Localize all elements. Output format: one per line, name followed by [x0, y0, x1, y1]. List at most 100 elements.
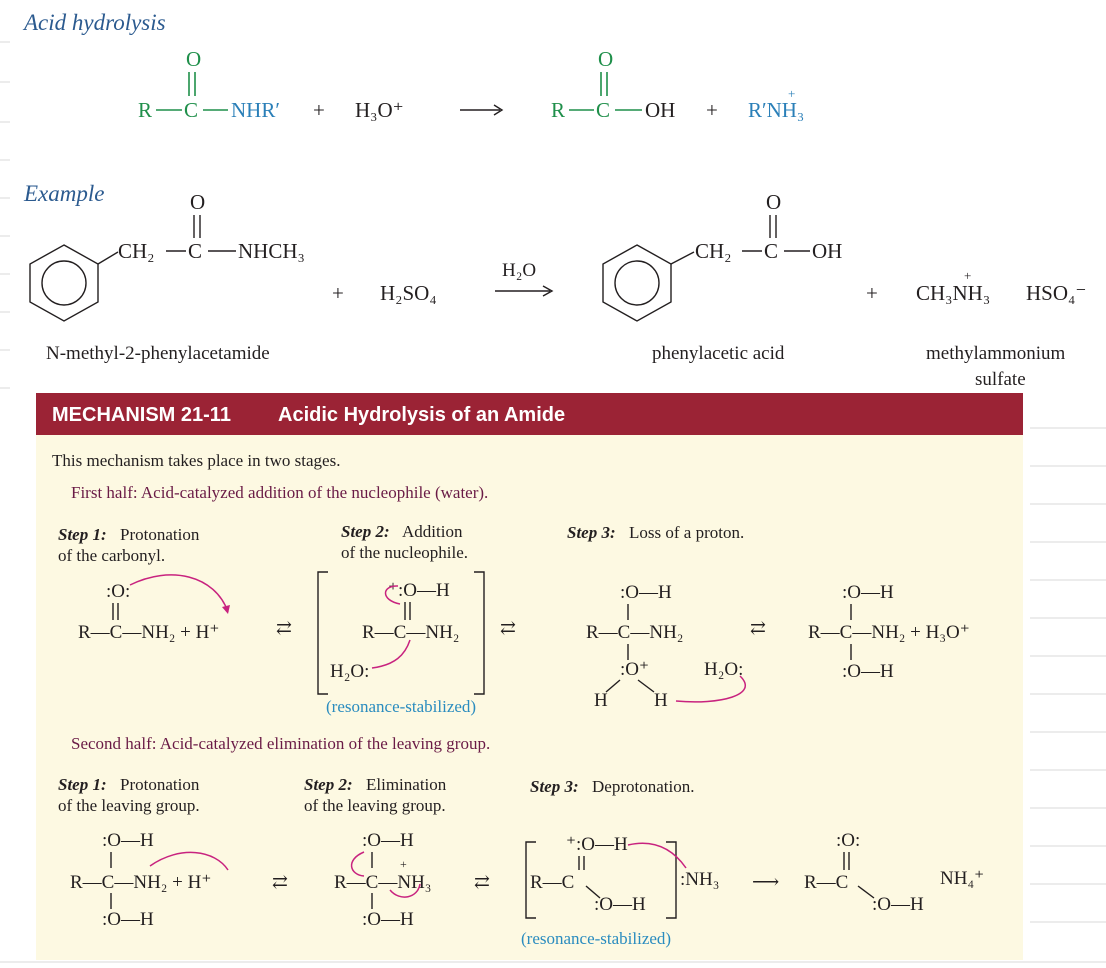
example-product-C: C: [764, 239, 778, 263]
methylammonium-cation: CH₃NH₃: [916, 281, 990, 305]
example-reactant-O: O: [190, 190, 205, 214]
bisulfate-anion: HSO₄⁻: [1026, 281, 1086, 305]
reactant-C: C: [184, 98, 198, 122]
example-reactant-CH2: CH₂: [118, 239, 155, 263]
product-name: phenylacetic acid: [652, 343, 785, 364]
svg-text::O—H: :O—H: [620, 582, 672, 603]
svg-text:NH₄⁺: NH₄⁺: [940, 868, 984, 889]
example-product-CH2: CH₂: [695, 239, 732, 263]
general-reactant: O R C NHR′: [138, 47, 280, 122]
first-half-heading: First half: Acid-catalyzed addition of t…: [71, 483, 488, 502]
sulfuric-acid: H₂SO₄: [380, 281, 437, 305]
svg-text::O—H: :O—H: [362, 830, 414, 851]
h1-step2-text: Addition: [402, 522, 463, 541]
ruled-lines: [0, 41, 1106, 963]
mechanism-title: Acidic Hydrolysis of an Amide: [278, 404, 565, 426]
svg-text::O—H: :O—H: [102, 909, 154, 930]
svg-text:R—C—NH₂: R—C—NH₂: [362, 622, 459, 643]
svg-text:⇄: ⇄: [272, 872, 288, 893]
curved-arrow: [129, 574, 229, 613]
svg-text:R—C: R—C: [804, 872, 848, 893]
h1-step3-text: Loss of a proton.: [629, 523, 744, 542]
h2-structures: :O—H R—C—NH₂ + H⁺ :O—H ⇄ :O—H R—C—NH₃ + …: [70, 830, 984, 930]
product-OH: OH: [645, 98, 675, 122]
svg-text::O—H: :O—H: [362, 909, 414, 930]
reaction-arrow: [542, 285, 554, 297]
svg-text::O—H: :O—H: [594, 894, 646, 915]
example-reactant-C: C: [188, 239, 202, 263]
svg-text::O:: :O:: [106, 581, 130, 602]
svg-text::O—H: :O—H: [842, 582, 894, 603]
svg-text:R—C—NH₃: R—C—NH₃: [334, 872, 431, 893]
svg-text::O⁺: :O⁺: [620, 659, 649, 680]
mechanism-number: MECHANISM 21-11: [52, 404, 231, 426]
svg-text:⁺:O—H: ⁺:O—H: [388, 580, 450, 601]
h1-step1-text: Protonation: [120, 525, 200, 544]
reactant-name: N-methyl-2-phenylacetamide: [46, 343, 270, 364]
product-carbonyl-oxygen: O: [598, 47, 613, 71]
general-product: O R C OH: [551, 47, 675, 122]
svg-text:H: H: [594, 690, 608, 711]
cation-charge: +: [964, 268, 971, 283]
reaction-arrow: [493, 104, 504, 116]
salt-name-line2: sulfate: [975, 369, 1026, 390]
h1-step1-text2: of the carbonyl.: [58, 546, 165, 565]
h2-step2-text2: of the leaving group.: [304, 796, 446, 815]
svg-text:R—C—NH₂ + H⁺: R—C—NH₂ + H⁺: [70, 872, 211, 893]
salt-name-line1: methylammonium: [926, 343, 1066, 364]
svg-text:H₂O:: H₂O:: [330, 661, 369, 682]
mechanism-banner: [36, 393, 1023, 435]
svg-text::O:: :O:: [836, 830, 860, 851]
section-title-acid-hydrolysis: Acid hydrolysis: [22, 10, 166, 35]
hydronium-reagent: H₃O⁺: [355, 98, 404, 122]
product-R: R: [551, 98, 565, 122]
svg-text:H₂O:: H₂O:: [704, 659, 743, 680]
h1-step2-label: Step 2:: [341, 522, 390, 541]
second-half-heading: Second half: Acid-catalyzed elimination …: [71, 734, 490, 753]
h2-step1-text: Protonation: [120, 775, 200, 794]
reactant-carbonyl-oxygen: O: [186, 47, 201, 71]
ammonium-product: R′NH₃: [748, 98, 804, 122]
reactant-R: R: [138, 98, 152, 122]
ammonium-charge: +: [788, 86, 795, 101]
h1-structures: :O: R—C—NH₂ + H⁺ ⇄ ⁺:O—H R—C—NH₂ H₂O: ⇄ …: [78, 571, 970, 711]
svg-text:⁺:O—H: ⁺:O—H: [566, 834, 628, 855]
mechanism-panel: [36, 435, 1023, 960]
h2-step1-label: Step 1:: [58, 775, 107, 794]
svg-text::NH₃: :NH₃: [680, 869, 719, 890]
svg-text::O—H: :O—H: [872, 894, 924, 915]
svg-text:R—C: R—C: [530, 872, 574, 893]
plus-sign: +: [866, 281, 878, 305]
benzene-ring-product: [602, 244, 672, 322]
plus-sign: +: [706, 98, 718, 122]
section-title-example: Example: [23, 181, 104, 206]
h2-resonance-label: (resonance-stabilized): [521, 929, 671, 948]
h2-step2-text: Elimination: [366, 775, 447, 794]
reactant-NHR: NHR′: [231, 98, 280, 122]
svg-text:⇄: ⇄: [474, 872, 490, 893]
svg-text:⇄: ⇄: [500, 618, 516, 639]
svg-text:+: +: [400, 857, 407, 871]
svg-text:⟶: ⟶: [752, 872, 779, 893]
svg-text:R—C—NH₂: R—C—NH₂: [586, 622, 683, 643]
svg-text:⇄: ⇄: [276, 618, 292, 639]
h1-step3-label: Step 3:: [567, 523, 616, 542]
arrow-label-water: H₂O: [502, 260, 536, 281]
svg-text::O—H: :O—H: [102, 830, 154, 851]
example-reactant-NHCH3: NHCH₃: [238, 239, 305, 263]
svg-text:⇄: ⇄: [750, 618, 766, 639]
svg-text::O—H: :O—H: [842, 661, 894, 682]
example-product-OH: OH: [812, 239, 842, 263]
benzene-ring-reactant: [29, 244, 99, 322]
h2-step3-label: Step 3:: [530, 777, 579, 796]
svg-text:H: H: [654, 690, 668, 711]
h2-step3-text: Deprotonation.: [592, 777, 694, 796]
example-product-O: O: [766, 190, 781, 214]
h1-resonance-label: (resonance-stabilized): [326, 697, 476, 716]
svg-text:R—C—NH₂ + H₃O⁺: R—C—NH₂ + H₃O⁺: [808, 622, 970, 643]
plus-sign: +: [332, 281, 344, 305]
svg-text:R—C—NH₂ + H⁺: R—C—NH₂ + H⁺: [78, 622, 219, 643]
h1-step1-label: Step 1:: [58, 525, 107, 544]
mechanism-intro: This mechanism takes place in two stages…: [52, 451, 340, 470]
